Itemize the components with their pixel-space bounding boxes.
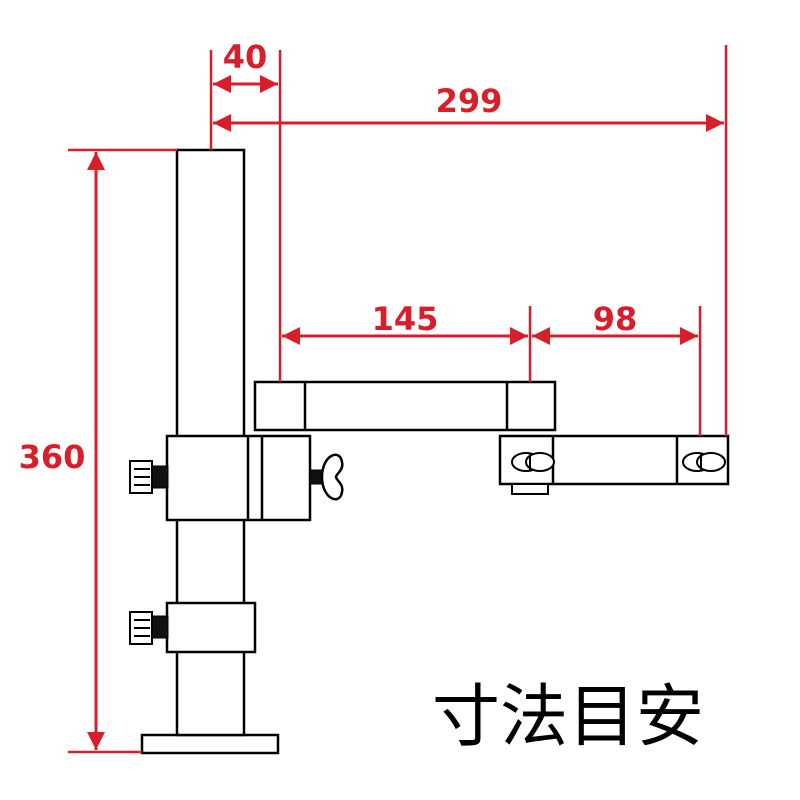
diagram-title: 寸法目安 bbox=[432, 678, 704, 757]
upper-clamp-knob bbox=[129, 460, 169, 494]
inner-arm bbox=[253, 380, 557, 432]
outer-arm-wing-screw-left bbox=[511, 452, 555, 472]
dim-reach-label: 299 bbox=[436, 82, 503, 120]
dim-outer-arm-label: 98 bbox=[593, 300, 638, 338]
stand-drawing bbox=[129, 148, 730, 755]
upper-clamp-block bbox=[165, 434, 312, 522]
dimension-lines bbox=[68, 45, 728, 754]
base-plate bbox=[140, 733, 280, 755]
dim-offset-label: 40 bbox=[223, 38, 268, 76]
dim-inner-arm-label: 145 bbox=[372, 300, 439, 338]
lower-clamp-collar bbox=[165, 601, 257, 654]
elbow-pivot bbox=[511, 483, 549, 495]
lower-clamp-knob bbox=[129, 611, 169, 645]
outer-arm-wing-screw-right bbox=[682, 452, 726, 472]
dim-height-label: 360 bbox=[19, 438, 86, 476]
wing-knob bbox=[309, 453, 344, 501]
